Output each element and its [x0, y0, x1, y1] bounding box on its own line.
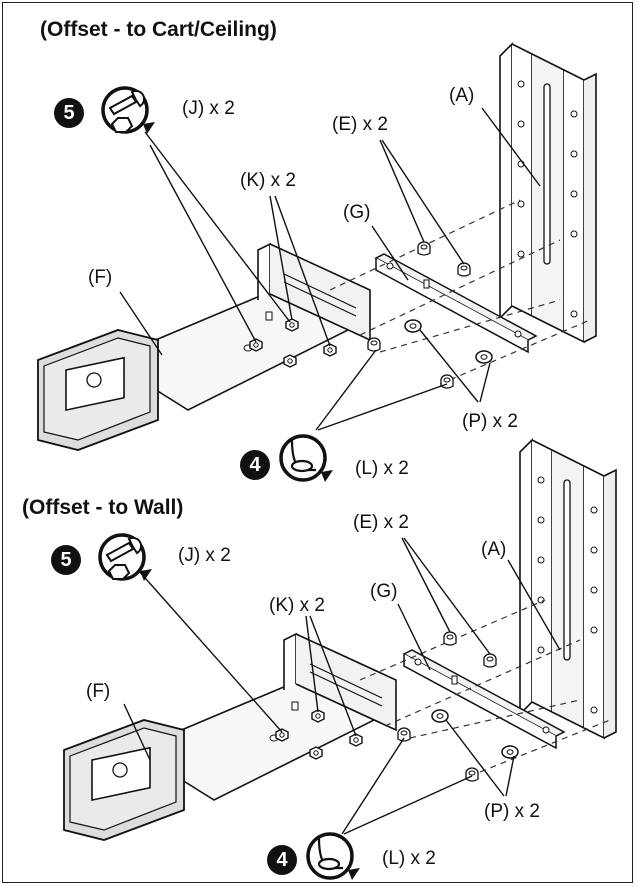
step-number-badge: 4 — [240, 450, 270, 480]
wrench-icon-2 — [105, 536, 143, 580]
label-e: (E) x 2 — [332, 114, 388, 135]
label-g: (G) — [343, 202, 371, 223]
step-number-badge: 4 — [267, 845, 297, 875]
label-a: (A) — [449, 85, 475, 106]
step-number-badge: 5 — [54, 98, 84, 128]
label-k: (K) x 2 — [269, 595, 325, 616]
screwdriver-icon-2 — [317, 837, 343, 871]
section2-art — [63, 439, 617, 882]
section-title-cart-ceiling: (Offset - to Cart/Ceiling) — [40, 18, 277, 41]
label-l: (L) x 2 — [355, 458, 409, 479]
label-j: (J) x 2 — [178, 545, 231, 566]
label-g: (G) — [370, 581, 398, 602]
step-number-badge: 5 — [51, 545, 81, 575]
label-e: (E) x 2 — [353, 512, 409, 533]
section-title-wall: (Offset - to Wall) — [22, 496, 184, 519]
label-f: (F) — [86, 681, 111, 702]
section1-art — [37, 43, 597, 484]
label-f: (F) — [88, 267, 113, 288]
wrench-icon-1 — [108, 89, 146, 133]
label-p: (P) x 2 — [462, 411, 518, 432]
label-a: (A) — [481, 539, 507, 560]
screwdriver-icon-1 — [290, 439, 316, 473]
label-k: (K) x 2 — [240, 170, 296, 191]
label-j: (J) x 2 — [182, 98, 235, 119]
label-p: (P) x 2 — [484, 801, 540, 822]
label-l: (L) x 2 — [382, 848, 436, 869]
